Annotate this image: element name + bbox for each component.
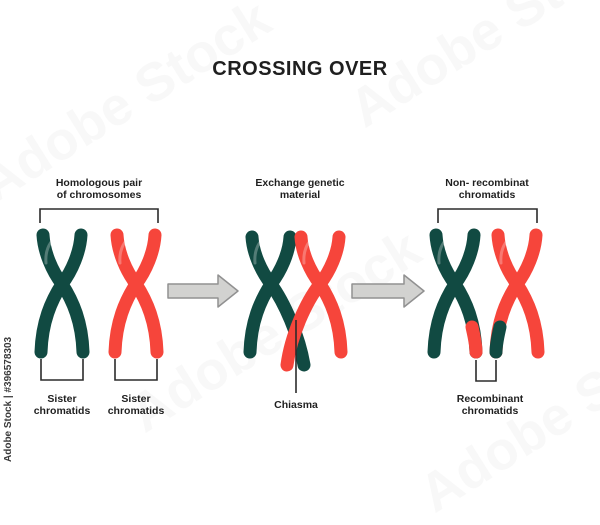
page-title: CROSSING OVER <box>212 58 388 80</box>
label-line: Exchange genetic <box>255 177 345 189</box>
label-line: Recombinant <box>456 393 524 405</box>
chromatid <box>243 230 297 359</box>
sister-chromatids-left-bracket <box>40 359 84 381</box>
chromosome-red-stage2 <box>280 230 348 372</box>
label-non-recombinant: Non- recombinat chromatids <box>417 177 557 201</box>
recombinant-teal-tip <box>489 320 507 359</box>
label-line: Sister <box>47 393 77 405</box>
label-exchange-genetic-material: Exchange genetic material <box>230 177 370 201</box>
label-line: of chromosomes <box>56 189 142 201</box>
chromosome-teal-stage3 <box>427 228 483 359</box>
label-line: material <box>279 189 321 201</box>
label-line: Non- recombinat <box>445 177 529 189</box>
non-recombinant-bracket <box>437 208 538 223</box>
label-line: Chiasma <box>274 399 318 411</box>
sister-chromatids-right-bracket <box>114 359 158 381</box>
chromatid-crossing <box>280 230 346 372</box>
chromatid <box>108 228 162 359</box>
chromosome-red-stage3 <box>489 228 545 359</box>
watermark-side-text: Adobe Stock | #396578303 <box>3 336 14 462</box>
gloss-highlight <box>437 237 449 265</box>
gloss-highlight <box>118 237 130 265</box>
gloss-highlight <box>253 237 265 265</box>
homologous-pair-bracket <box>39 208 159 223</box>
chromosome-red-stage1 <box>108 228 164 359</box>
label-line: chromatids <box>107 405 165 417</box>
gloss-highlight <box>302 237 314 265</box>
arrow-right-icon <box>351 274 425 308</box>
label-sister-chromatids-left: Sister chromatids <box>12 393 112 417</box>
recombinant-bracket <box>475 360 497 382</box>
chromosome-teal-stage1 <box>34 228 90 359</box>
label-homologous-pair: Homologous pair of chromosomes <box>29 177 169 201</box>
label-line: Homologous pair <box>55 177 143 189</box>
gloss-highlight <box>499 237 511 265</box>
label-line: chromatids <box>461 405 519 417</box>
crossing-over-diagram <box>34 208 545 393</box>
gloss-highlight <box>44 237 56 265</box>
label-line: chromatids <box>458 189 516 201</box>
chromatid <box>34 228 88 359</box>
label-sister-chromatids-right: Sister chromatids <box>86 393 186 417</box>
label-line: chromatids <box>33 405 91 417</box>
chromatid <box>427 228 481 359</box>
recombinant-red-tip <box>465 320 483 359</box>
label-recombinant-chromatids: Recombinant chromatids <box>420 393 560 417</box>
label-line: Sister <box>121 393 151 405</box>
arrow-right-icon <box>167 274 239 308</box>
label-chiasma: Chiasma <box>246 399 346 411</box>
